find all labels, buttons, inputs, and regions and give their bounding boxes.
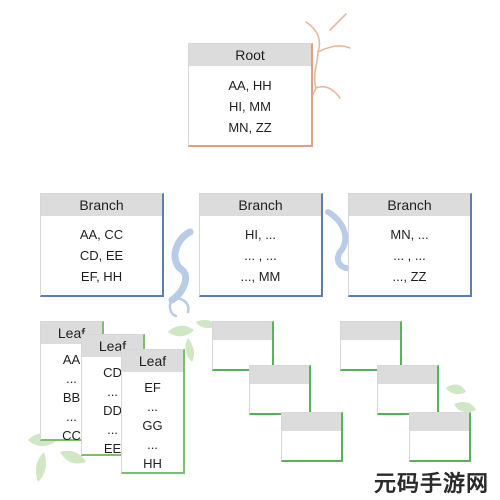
key-range: HI, MM xyxy=(229,99,271,114)
key-range: AA, HH xyxy=(228,78,272,93)
empty-leaf-header xyxy=(282,413,341,431)
empty-leaf-header xyxy=(378,366,437,384)
branch-node-2: Branch HI, ... ... , ... ..., MM xyxy=(199,193,323,297)
leaf-keys: CD ... DD ... EE xyxy=(82,357,143,458)
key-range: MN, ZZ xyxy=(228,120,272,135)
key-range: AA, CC xyxy=(79,227,124,242)
branch-keys: HI, ... ... , ... ..., MM xyxy=(200,216,321,287)
watermark: 元码手游网 xyxy=(374,466,494,496)
key-range: ..., MM xyxy=(240,269,281,284)
key-range: ... , ... xyxy=(244,248,277,263)
empty-leaf-node xyxy=(409,412,471,462)
branch-node-1: Branch AA, CC CD, EE EF, HH xyxy=(40,193,164,297)
leaf-key: DD xyxy=(103,403,122,418)
key-range: ..., ZZ xyxy=(392,269,427,284)
branch-keys: MN, ... ... , ... ..., ZZ xyxy=(349,216,470,287)
key-range: MN, ... xyxy=(390,227,429,242)
empty-leaf-node xyxy=(281,412,343,462)
branch-keys: AA, CC CD, EE EF, HH xyxy=(41,216,162,287)
root-node: Root AA, HH HI, MM MN, ZZ xyxy=(188,43,313,147)
root-keys: AA, HH HI, MM MN, ZZ xyxy=(189,66,311,138)
leaf-key: AA xyxy=(62,352,81,367)
empty-leaf-node xyxy=(377,365,439,415)
empty-leaf-node xyxy=(249,365,311,415)
key-range: CD, EE xyxy=(79,248,124,263)
leaf-key: ... xyxy=(66,371,77,386)
leaf-keys: AA ... BB ... CC xyxy=(41,344,102,445)
key-range: ... , ... xyxy=(393,248,426,263)
key-range: HI, ... xyxy=(244,227,277,242)
leaf-key: GG xyxy=(142,418,163,433)
leaf-key: EF xyxy=(144,380,161,395)
leaf-keys: EF ... GG ... HH xyxy=(122,372,183,473)
leaf-key: BB xyxy=(62,390,81,405)
leaf-key: ... xyxy=(147,399,158,414)
leaf-key: CC xyxy=(62,428,81,443)
leaf-key: ... xyxy=(107,422,118,437)
watermark-text: 元码手游网 xyxy=(374,471,490,496)
root-title: Root xyxy=(189,44,311,66)
leaf-title: Leaf xyxy=(122,350,183,372)
empty-leaf-header xyxy=(250,366,309,384)
leaf-key: HH xyxy=(143,456,162,471)
branch-title: Branch xyxy=(41,194,162,216)
empty-leaf-header xyxy=(213,322,272,340)
branch-node-3: Branch MN, ... ... , ... ..., ZZ xyxy=(348,193,472,297)
empty-leaf-node xyxy=(340,321,402,371)
leaf-key: CD xyxy=(103,365,122,380)
key-range: EF, HH xyxy=(80,269,123,284)
empty-leaf-header xyxy=(341,322,400,340)
empty-leaf-header xyxy=(410,413,469,431)
leaf-key: ... xyxy=(66,409,77,424)
leaf-key: EE xyxy=(103,441,122,456)
leaf-node-3: Leaf EF ... GG ... HH xyxy=(121,349,185,474)
leaf-key: ... xyxy=(107,384,118,399)
leaf-key: ... xyxy=(147,437,158,452)
branch-title: Branch xyxy=(349,194,470,216)
branch-title: Branch xyxy=(200,194,321,216)
empty-leaf-node xyxy=(212,321,274,371)
